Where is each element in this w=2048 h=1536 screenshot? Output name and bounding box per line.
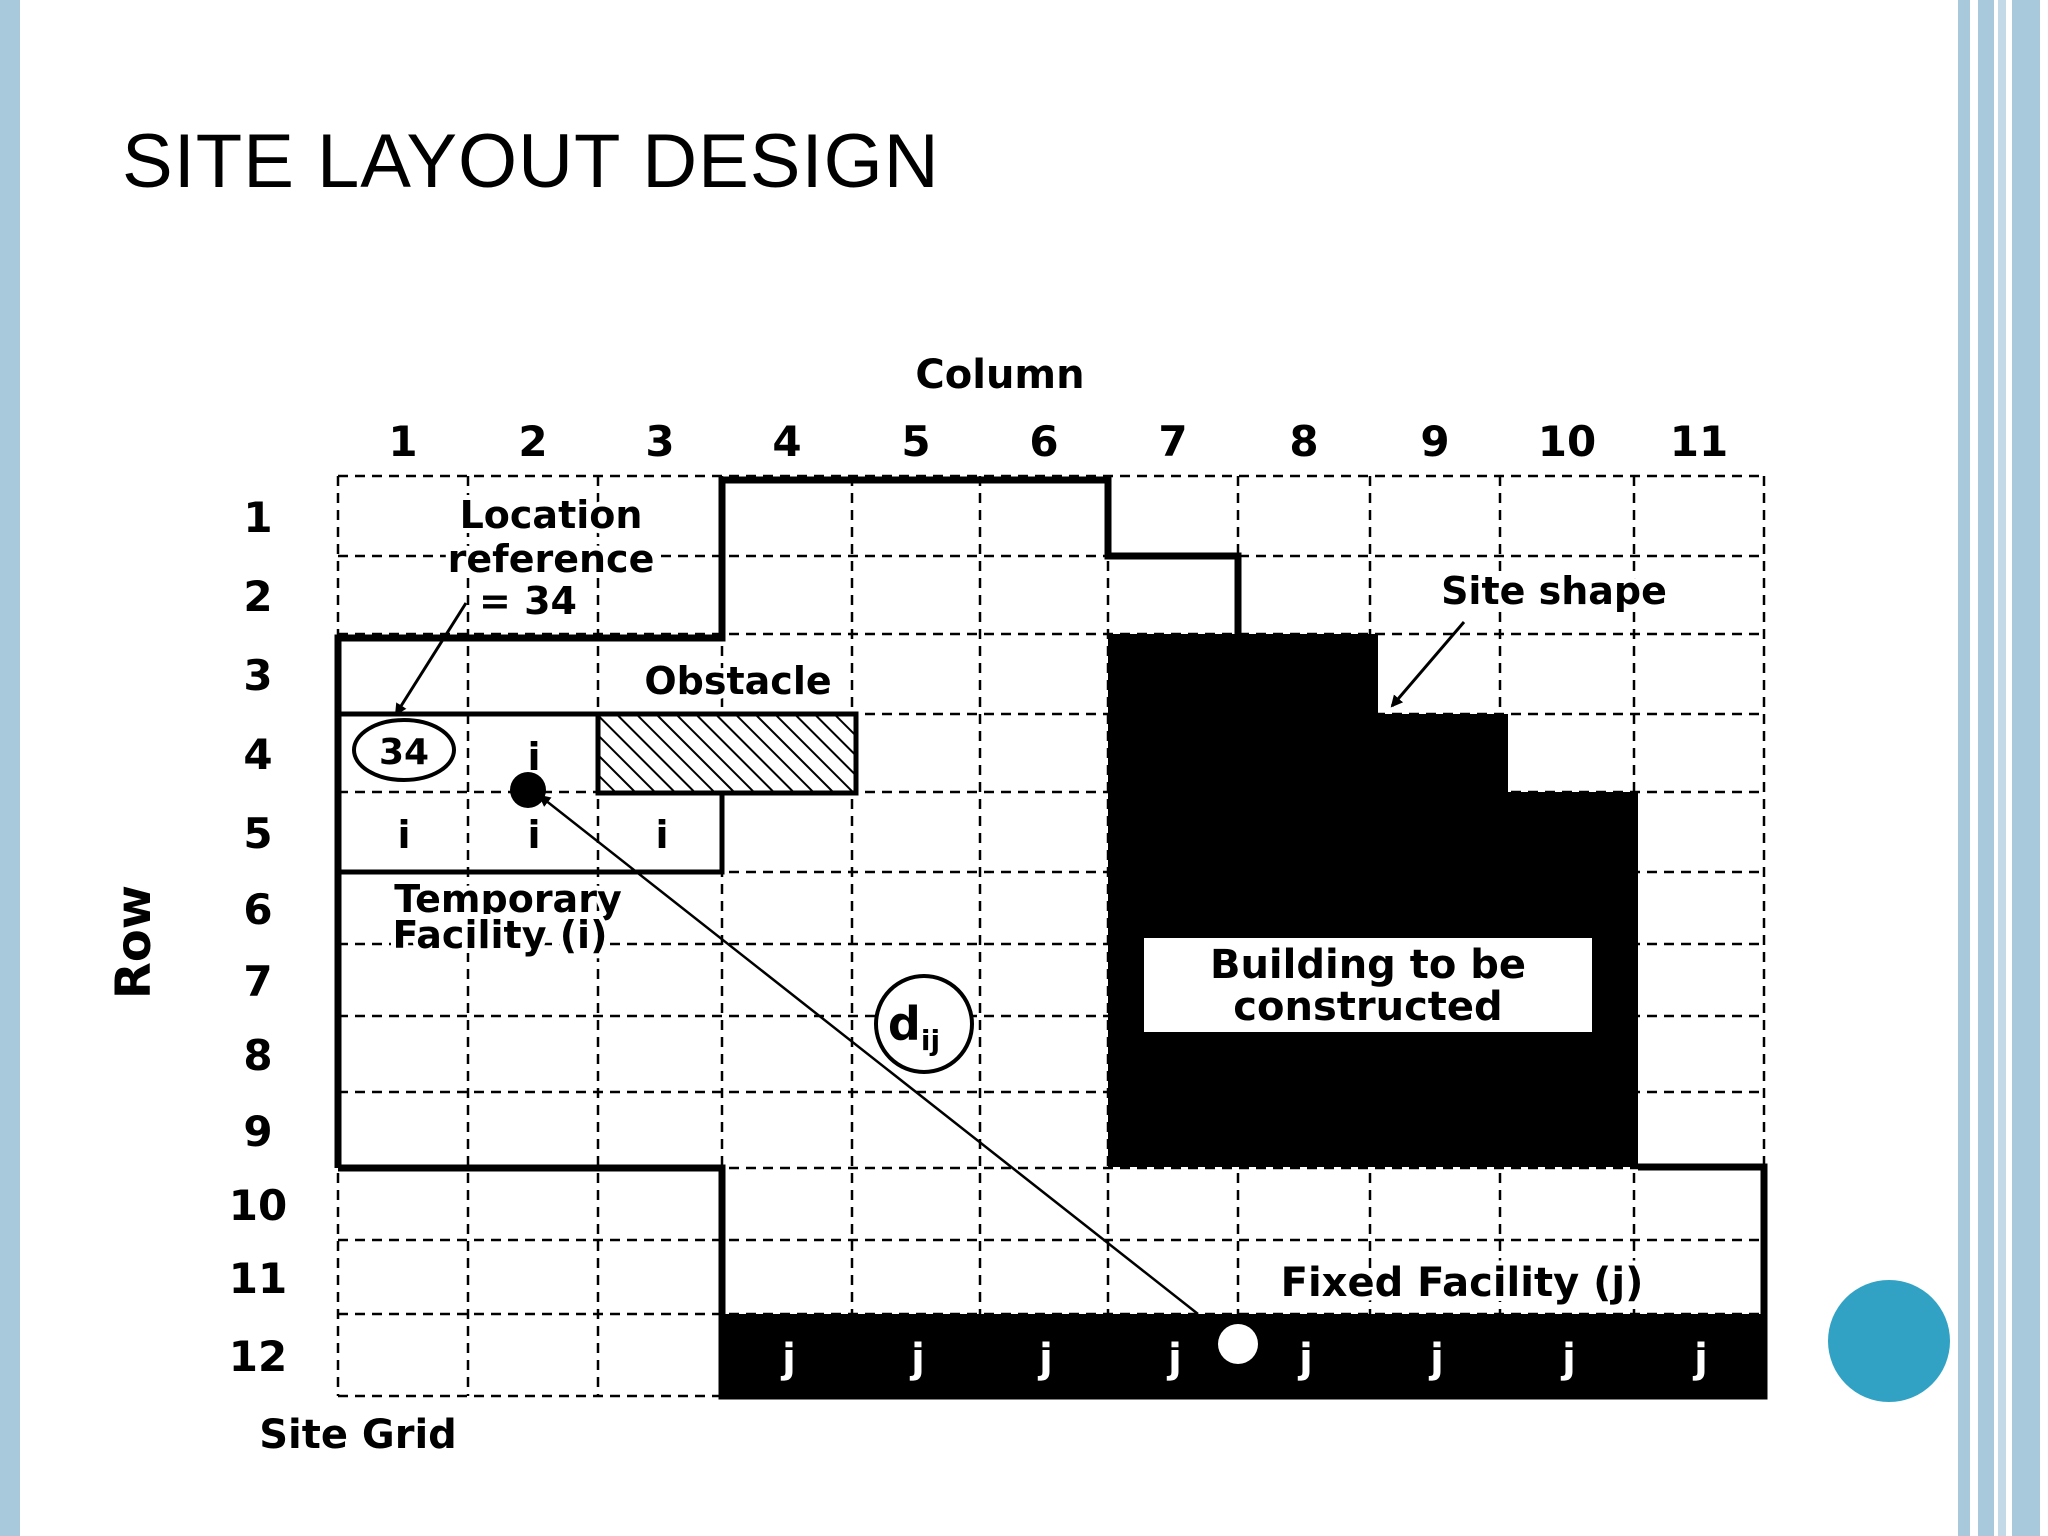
column-tick-label: 2 — [518, 417, 547, 466]
fixed-marker-j: j — [1166, 1336, 1182, 1382]
row-tick-label: 4 — [243, 730, 272, 779]
building-label-line-1: Building to be — [1210, 942, 1526, 988]
column-tick-label: 6 — [1029, 417, 1058, 466]
location-reference-line-2: reference — [448, 537, 655, 581]
column-axis-label: Column — [915, 352, 1084, 398]
row-tick-label: 5 — [243, 809, 272, 858]
column-tick-label: 7 — [1158, 417, 1187, 466]
temporary-marker-i: i — [527, 735, 540, 779]
column-tick-label: 10 — [1538, 417, 1596, 466]
row-tick-label: 11 — [229, 1254, 287, 1303]
temporary-marker-i: i — [527, 813, 540, 857]
row-tick-label: 9 — [243, 1107, 272, 1156]
location-reference-line-3: = 34 — [479, 579, 577, 623]
site-grid-caption: Site Grid — [259, 1412, 457, 1458]
building-area — [1108, 634, 1638, 1167]
column-tick-labels: 1 2 3 4 5 6 7 8 9 10 11 — [388, 417, 1728, 466]
site-boundary — [334, 476, 1242, 1168]
column-tick-label: 11 — [1670, 417, 1728, 466]
row-tick-label: 7 — [243, 957, 272, 1006]
column-tick-label: 4 — [772, 417, 801, 466]
distance-label-sub: ij — [921, 1024, 940, 1057]
fixed-marker-j: j — [1428, 1336, 1444, 1382]
row-tick-label: 6 — [243, 885, 272, 934]
row-tick-label: 2 — [243, 572, 272, 621]
row-tick-label: 12 — [229, 1332, 287, 1381]
right-frame-bar — [1998, 0, 2006, 1536]
location-reference-circle — [352, 718, 456, 782]
fixed-marker-j: j — [780, 1336, 796, 1382]
row-tick-label: 3 — [243, 651, 272, 700]
temporary-facility-label-line-1: Temporary — [394, 877, 622, 921]
column-tick-label: 9 — [1420, 417, 1449, 466]
fixed-marker-j: j — [1692, 1336, 1708, 1382]
temporary-facility-point — [510, 772, 546, 808]
fixed-facility-point — [1218, 1324, 1258, 1364]
site-shape-label: Site shape — [1441, 569, 1667, 613]
fixed-facility-label: Fixed Facility (j) — [1281, 1260, 1644, 1306]
right-frame-bar — [2012, 0, 2040, 1536]
column-tick-label: 3 — [645, 417, 674, 466]
distance-label-main: d — [888, 997, 921, 1051]
column-tick-label: 5 — [901, 417, 930, 466]
location-reference-line-1: Location — [460, 493, 643, 537]
distance-label: dij — [888, 997, 940, 1057]
slide-title: SITE LAYOUT DESIGN — [122, 119, 940, 204]
right-frame-bar — [1958, 0, 1970, 1536]
accent-circle — [1828, 1280, 1950, 1402]
fixed-marker-j: j — [1037, 1336, 1053, 1382]
row-tick-label: 10 — [229, 1181, 287, 1230]
temporary-marker-i: i — [397, 813, 410, 857]
row-axis-label: Row — [106, 885, 162, 999]
site-boundary — [338, 1163, 1768, 1400]
column-tick-label: 8 — [1289, 417, 1318, 466]
temporary-marker-i: i — [655, 813, 668, 857]
fixed-marker-j: j — [909, 1336, 925, 1382]
fixed-marker-j: j — [1560, 1336, 1576, 1382]
temporary-facility-outline — [338, 711, 725, 875]
right-frame-bar — [1978, 0, 1994, 1536]
row-tick-label: 1 — [243, 493, 272, 542]
obstacle-label: Obstacle — [644, 659, 831, 703]
distance-line — [538, 794, 1199, 1315]
building-label-line-2: constructed — [1233, 984, 1502, 1030]
row-tick-label: 8 — [243, 1031, 272, 1080]
site-shape-arrow — [1390, 621, 1466, 708]
temporary-facility-label-line-2: Facility (i) — [393, 913, 608, 957]
fixed-marker-j: j — [1297, 1336, 1313, 1382]
building-label-box — [1144, 938, 1592, 1032]
location-reference-arrow — [394, 602, 468, 716]
left-frame-bar — [0, 0, 20, 1536]
obstacle-area — [595, 711, 859, 796]
distance-label-circle — [874, 974, 974, 1074]
column-tick-label: 1 — [388, 417, 417, 466]
location-reference-number: 34 — [379, 732, 429, 773]
